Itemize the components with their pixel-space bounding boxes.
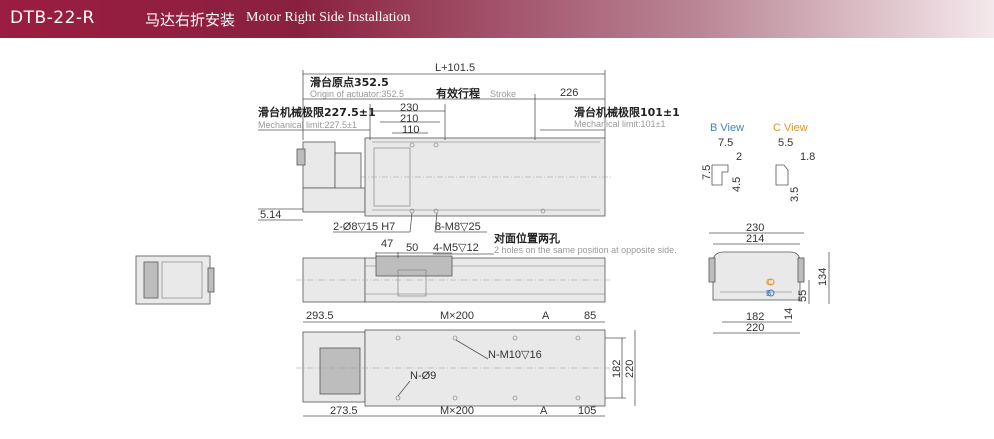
opposite-holes-cn: 对面位置两孔 <box>494 231 560 245</box>
end-left-cap <box>708 257 716 283</box>
dim-a-bottom: A <box>540 405 548 417</box>
opposite-holes-en: 2 holes on the same position at opposite… <box>494 245 677 255</box>
dim-220-bottom: 220 <box>624 360 636 378</box>
c-view-profile <box>775 164 789 186</box>
model-label: DTB-22-R <box>10 8 95 28</box>
dim-105: 105 <box>578 405 596 417</box>
dim-a-top: A <box>542 310 550 322</box>
end-label-c: C <box>766 278 772 287</box>
header-bar: DTB-22-R 马达右折安装 Motor Right Side Install… <box>0 0 994 38</box>
left-end-view <box>135 255 215 305</box>
dim-5-14: 5.14 <box>260 209 281 221</box>
top-motor-block <box>302 141 336 189</box>
end-dim-230: 230 <box>746 222 764 234</box>
end-label-b: B <box>766 289 771 298</box>
hole-m8-callout: 8-M8▽25 <box>435 221 481 233</box>
top-coupling-box <box>334 152 362 194</box>
left-limit-en: Mechanical limit:227.5±1 <box>258 120 357 130</box>
hole-m10-callout: N-M10▽16 <box>488 349 542 361</box>
side-slider <box>375 255 453 277</box>
dim-m200-top: M×200 <box>440 310 474 322</box>
b-dim-7-5-top: 7.5 <box>718 137 733 149</box>
dim-226: 226 <box>560 87 578 99</box>
end-right-cap <box>797 257 805 283</box>
end-view: 230 214 C B 134 55 14 182 220 <box>708 222 830 334</box>
b-dim-7-5-side: 7.5 <box>701 165 713 180</box>
bottom-view: 293.5 M×200 A 85 N-M10▽16 N-Ø9 182 220 2… <box>296 310 636 417</box>
side-view: 47 50 4-M5▽12 对面位置两孔 2 holes on the same… <box>296 231 677 303</box>
side-slider-window <box>397 269 427 297</box>
dim-273-5: 273.5 <box>330 405 358 417</box>
end-profile-body <box>712 251 801 301</box>
b-dim-4-5: 4.5 <box>731 177 743 192</box>
b-dim-2: 2 <box>736 151 742 163</box>
dim-50: 50 <box>406 242 418 254</box>
c-dim-1-8: 1.8 <box>800 151 815 163</box>
right-limit-cn: 滑台机械极限101±1 <box>574 105 680 119</box>
hole-dowel-callout: 2-Ø8▽15 H7 <box>333 221 395 233</box>
left-end-motor <box>143 261 159 299</box>
top-motor-cap <box>296 148 306 166</box>
left-end-cap <box>207 267 215 293</box>
c-dim-5-5: 5.5 <box>778 137 793 149</box>
hole-n9-callout: N-Ø9 <box>410 370 436 382</box>
end-dim-220: 220 <box>746 322 764 334</box>
end-dim-14: 14 <box>783 308 795 320</box>
dim-110: 110 <box>402 124 420 136</box>
c-dim-3-5: 3.5 <box>789 187 801 202</box>
hole-m5-callout: 4-M5▽12 <box>433 242 479 254</box>
end-c-marker <box>767 278 775 286</box>
b-view-profile <box>711 164 729 186</box>
c-view-detail: C View 5.5 1.8 3.5 <box>773 122 815 202</box>
dim-293-5: 293.5 <box>306 310 334 322</box>
top-view: L+101.5 滑台原点352.5 Origin of actuator:352… <box>258 62 680 233</box>
stroke-label-cn: 有效行程 <box>436 86 480 100</box>
origin-label-cn: 滑台原点352.5 <box>310 75 389 89</box>
b-view-detail: B View 7.5 2 7.5 4.5 <box>701 122 744 192</box>
dim-85: 85 <box>584 310 596 322</box>
title-chinese: 马达右折安装 <box>145 11 236 29</box>
dim-230-top: 230 <box>400 102 418 114</box>
end-dim-55: 55 <box>797 290 809 302</box>
dim-182-bottom: 182 <box>611 360 623 378</box>
title-english: Motor Right Side Installation <box>246 10 411 25</box>
dim-total-length: L+101.5 <box>435 62 475 74</box>
c-view-label: C View <box>773 122 808 134</box>
end-dim-214: 214 <box>746 233 764 245</box>
dim-210: 210 <box>400 113 418 125</box>
b-view-label: B View <box>710 122 744 134</box>
end-dim-134: 134 <box>817 268 829 286</box>
left-limit-cn: 滑台机械极限227.5±1 <box>258 105 376 119</box>
dim-47: 47 <box>381 238 393 250</box>
end-dim-182: 182 <box>746 311 764 323</box>
bottom-motor-flange <box>319 347 361 395</box>
origin-label-en: Origin of actuator:352.5 <box>310 89 404 99</box>
dim-m200-bottom: M×200 <box>440 405 474 417</box>
end-b-marker <box>767 289 775 297</box>
right-limit-en: Mechanical limit:101±1 <box>574 119 665 129</box>
stroke-label-en: Stroke <box>490 89 516 99</box>
top-motor-base <box>302 187 366 213</box>
